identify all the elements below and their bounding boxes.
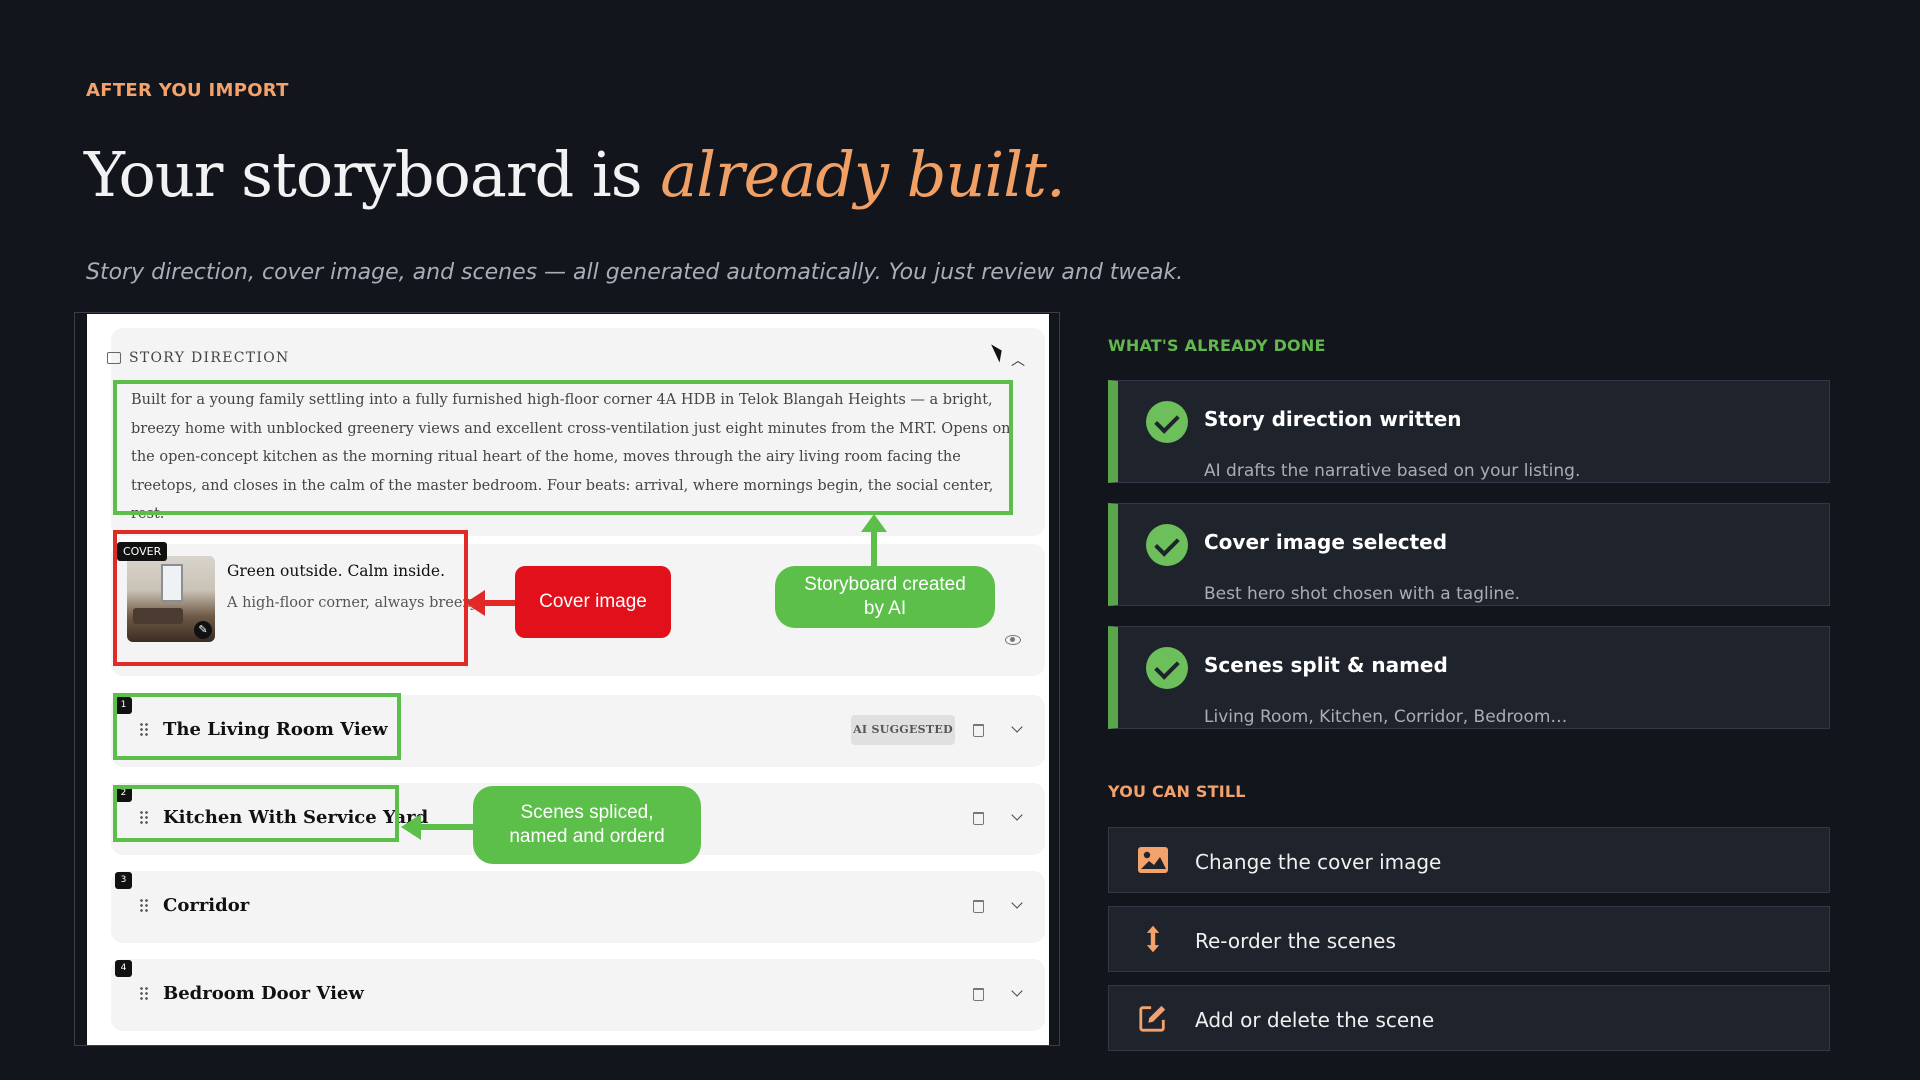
scene-title-2: Kitchen With Service Yard <box>163 807 429 828</box>
scene-1-highlight <box>113 693 401 760</box>
cover-title: Green outside. Calm inside. <box>227 562 446 580</box>
scene-title-3: Corridor <box>163 895 250 916</box>
still-item-label: Add or delete the scene <box>1195 1008 1435 1032</box>
edit-icon <box>1139 1005 1166 1032</box>
story-direction-heading-text: STORY DIRECTION <box>129 350 290 366</box>
page-subtitle: Story direction, cover image, and scenes… <box>86 260 1184 285</box>
cover-thumbnail[interactable]: ✎ <box>127 556 215 642</box>
scene-2-highlight <box>113 785 399 842</box>
image-icon <box>1138 847 1168 873</box>
scene-number-4: 4 <box>115 960 132 977</box>
trash-icon[interactable] <box>973 812 984 825</box>
done-item-desc: AI drafts the narrative based on your li… <box>1204 461 1581 481</box>
cover-image-callout: Cover image <box>515 566 671 638</box>
drag-handle-icon[interactable] <box>139 898 149 914</box>
thumbnail-sofa <box>133 608 183 624</box>
scene-title-1: The Living Room View <box>163 719 388 740</box>
pencil-icon[interactable]: ✎ <box>194 621 212 639</box>
clapperboard-icon <box>107 352 121 364</box>
done-item-story-direction: Story direction written AI drafts the na… <box>1108 380 1830 483</box>
done-item-desc: Living Room, Kitchen, Corridor, Bedroom… <box>1204 707 1568 727</box>
scenes-spliced-callout: Scenes spliced, named and orderd <box>473 786 701 864</box>
thumbnail-window <box>161 564 183 602</box>
scene-number-3: 3 <box>115 872 132 889</box>
drag-handle-icon[interactable] <box>139 986 149 1002</box>
still-item-add-delete[interactable]: Add or delete the scene <box>1108 985 1830 1051</box>
done-item-title: Cover image selected <box>1204 530 1448 554</box>
still-section-label: YOU CAN STILL <box>1108 782 1246 801</box>
ai-suggested-badge: AI SUGGESTED <box>851 715 955 745</box>
reorder-arrows-icon <box>1146 925 1160 953</box>
story-direction-text[interactable]: Built for a young family settling into a… <box>131 392 1011 522</box>
cover-subtitle: A high-floor corner, always breezy <box>227 595 479 611</box>
done-item-title: Story direction written <box>1204 407 1462 431</box>
eyebrow-label: AFTER YOU IMPORT <box>86 80 289 101</box>
scene-card-4[interactable] <box>111 959 1045 1031</box>
done-item-scenes: Scenes split & named Living Room, Kitche… <box>1108 626 1830 729</box>
check-circle-icon <box>1146 401 1188 443</box>
storyboard-screenshot-frame: STORY DIRECTION ︿ Built for a young fami… <box>74 312 1060 1046</box>
done-item-desc: Best hero shot chosen with a tagline. <box>1204 584 1521 604</box>
page-title: Your storyboard is already built. <box>84 138 1066 211</box>
story-direction-heading: STORY DIRECTION <box>107 350 290 366</box>
scenes-arrow <box>401 814 477 840</box>
drag-handle-icon[interactable] <box>139 810 149 826</box>
still-item-label: Change the cover image <box>1195 850 1442 874</box>
done-item-title: Scenes split & named <box>1204 653 1448 677</box>
done-item-cover-image: Cover image selected Best hero shot chos… <box>1108 503 1830 606</box>
title-main: Your storyboard is <box>84 138 661 211</box>
scene-card-3[interactable] <box>111 871 1045 943</box>
check-circle-icon <box>1146 647 1188 689</box>
still-item-change-cover[interactable]: Change the cover image <box>1108 827 1830 893</box>
storyboard-screenshot: STORY DIRECTION ︿ Built for a young fami… <box>87 314 1049 1045</box>
cover-badge: COVER <box>117 542 168 561</box>
check-circle-icon <box>1146 524 1188 566</box>
cover-highlight <box>113 530 468 666</box>
story-direction-card <box>111 328 1045 536</box>
trash-icon[interactable] <box>973 900 984 913</box>
done-section-label: WHAT'S ALREADY DONE <box>1108 336 1326 355</box>
still-item-reorder[interactable]: Re-order the scenes <box>1108 906 1830 972</box>
scene-title-4: Bedroom Door View <box>163 983 364 1004</box>
trash-icon[interactable] <box>973 988 984 1001</box>
scene-number-2: 2 <box>115 785 132 802</box>
storyboard-arrow <box>861 514 887 566</box>
trash-icon[interactable] <box>973 724 984 737</box>
story-direction-highlight <box>113 380 1013 515</box>
still-item-label: Re-order the scenes <box>1195 929 1396 953</box>
eye-icon[interactable] <box>1005 635 1021 645</box>
collapse-caret-icon[interactable]: ︿ <box>1011 353 1025 369</box>
cover-arrow <box>465 590 517 616</box>
storyboard-ai-callout: Storyboard created by AI <box>775 566 995 628</box>
drag-handle-icon[interactable] <box>139 722 149 738</box>
title-accent: already built. <box>660 138 1065 211</box>
scene-number-1: 1 <box>115 697 132 714</box>
